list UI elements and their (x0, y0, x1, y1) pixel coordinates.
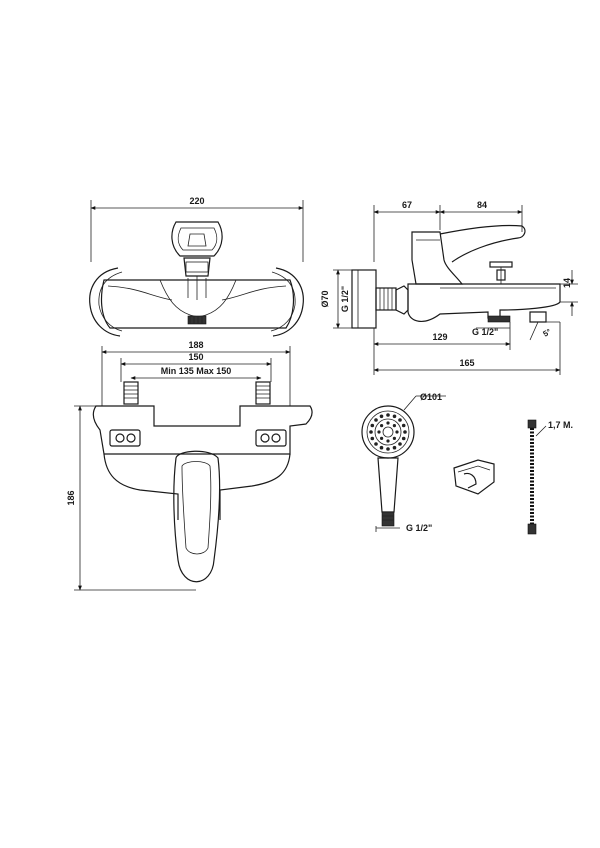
range-label: Min 135 Max 150 (161, 366, 232, 376)
dim-186-label: 186 (66, 490, 76, 505)
dim-165-label: 165 (459, 358, 474, 368)
right-nut (255, 429, 287, 447)
left-nut (109, 429, 141, 447)
front-view: 220 (89, 196, 304, 337)
dim-129-label: 129 (432, 332, 447, 342)
body-top (92, 405, 313, 455)
cartridge (183, 257, 211, 277)
shower-handle (377, 457, 399, 513)
shower-thread (381, 511, 395, 527)
shower-nozzle (392, 414, 397, 419)
shower-hose: 1,7 M. (527, 419, 573, 535)
shower-nozzle (386, 421, 390, 425)
shower-nozzle (377, 430, 381, 434)
lever-top (173, 450, 221, 583)
dim-188-label: 188 (188, 340, 203, 350)
shower-nozzle (379, 445, 384, 450)
shower-thread-label: G 1/2" (406, 523, 432, 533)
shower-nozzle (398, 442, 402, 446)
shower-diameter-label: Ø101 (420, 392, 442, 402)
right-eccentric (255, 381, 271, 405)
dim-220-label: 220 (189, 196, 204, 206)
angle-label: 5° (542, 327, 553, 339)
shower-nozzle (370, 436, 375, 441)
body-side (407, 283, 561, 322)
side-outlet (487, 315, 511, 323)
dim-d70-label: Ø70 (320, 290, 330, 307)
shower-nozzle (395, 430, 399, 434)
shower-nozzle (392, 445, 397, 450)
shower-nozzle (386, 447, 390, 451)
shower-nozzle (380, 424, 384, 428)
dim-84-label: 84 (477, 200, 487, 210)
shower-nozzle (392, 424, 396, 428)
shower-nozzle (401, 423, 406, 428)
wall-plate (351, 269, 377, 329)
side-view: 67 84 Ø70 G 1/2" (320, 200, 578, 375)
handle-body-side (411, 231, 464, 285)
diverter-knob (489, 261, 513, 268)
shower-nozzle (374, 442, 378, 446)
thread-g12-outlet-label: G 1/2" (472, 327, 498, 337)
spout-outlet (187, 315, 207, 325)
shower-nozzle (380, 436, 384, 440)
left-eccentric (123, 381, 139, 405)
lever-side (439, 224, 526, 263)
left-escutcheon (89, 267, 121, 337)
dim-67-label: 67 (402, 200, 412, 210)
top-view: 188 150 Min 135 Max 150 (66, 340, 313, 591)
hose-top-fitting (527, 419, 537, 429)
shower-nozzle (386, 413, 390, 417)
shower-nozzle (398, 418, 402, 422)
dim-150-label: 150 (188, 352, 203, 362)
hose-length-label: 1,7 M. (548, 420, 573, 430)
wall-holder (453, 459, 495, 495)
holder-body (453, 459, 495, 495)
mixer-body (100, 279, 295, 329)
shower-nozzle (392, 436, 396, 440)
hose-bottom-fitting (527, 523, 537, 535)
right-escutcheon (272, 267, 304, 337)
lever-handle (171, 221, 223, 257)
diverter (529, 311, 547, 323)
thread-g12-inlet-label: G 1/2" (340, 286, 350, 312)
shower-nozzle (370, 423, 375, 428)
dim-14-label: 14 (562, 278, 572, 288)
hand-shower: Ø101 G 1/2" (361, 392, 446, 533)
inlet-connector (375, 287, 397, 311)
shower-nozzle (386, 439, 390, 443)
shower-nozzle (403, 430, 407, 434)
shower-nozzle (374, 418, 378, 422)
shower-nozzle (379, 414, 384, 419)
shower-nozzle (401, 436, 406, 441)
shower-nozzle (369, 430, 373, 434)
